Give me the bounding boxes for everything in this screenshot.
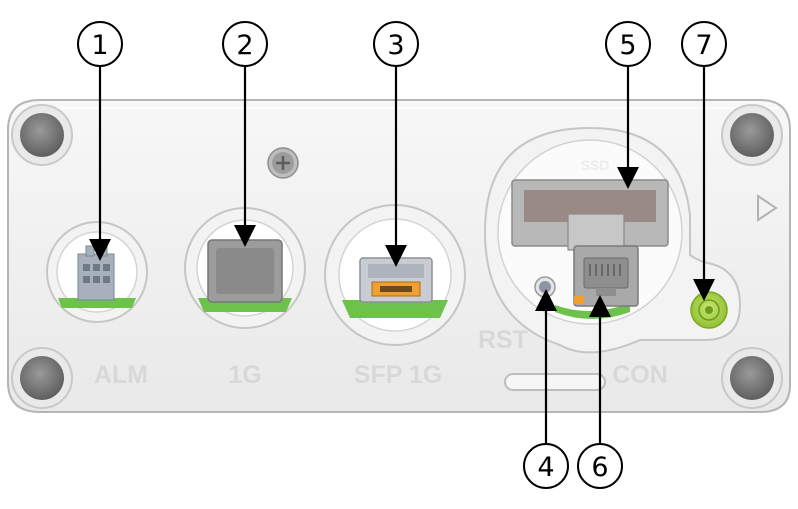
corner-screw-top-right [721, 104, 783, 166]
svg-text:5: 5 [619, 30, 636, 61]
ssd-slot: SSD [511, 157, 669, 251]
callout-3: 3 [373, 21, 419, 67]
svg-text:4: 4 [537, 452, 554, 483]
corner-screw-bottom-left [11, 347, 73, 409]
callout-5: 5 [605, 21, 651, 67]
svg-text:1: 1 [91, 30, 108, 61]
console-port [555, 245, 639, 319]
direction-triangle-icon [757, 194, 778, 222]
sfp-1g-port [324, 204, 466, 346]
svg-text:6: 6 [591, 452, 608, 483]
callout-7: 7 [681, 21, 727, 67]
status-led-icon [690, 291, 728, 329]
con-label: CON [612, 361, 668, 389]
alarm-port [46, 221, 148, 323]
svg-text:3: 3 [387, 30, 404, 61]
sfp-label: SFP 1G [354, 361, 442, 389]
corner-screw-top-left [11, 104, 73, 166]
svg-text:2: 2 [236, 30, 253, 61]
alm-label: ALM [94, 361, 148, 389]
rst-label: RST [478, 326, 528, 354]
reset-button [534, 276, 556, 298]
callout-4: 4 [523, 443, 569, 489]
svg-text:7: 7 [695, 30, 712, 61]
phillips-screw-icon [267, 147, 299, 179]
ssd-label: SSD [581, 157, 610, 173]
callout-1: 1 [77, 21, 123, 67]
callout-6: 6 [577, 443, 623, 489]
corner-screw-bottom-right [721, 347, 783, 409]
one-g-label: 1G [228, 361, 261, 389]
callout-2: 2 [222, 21, 268, 67]
callout-leaders [89, 66, 715, 444]
vent-slot [504, 373, 606, 391]
